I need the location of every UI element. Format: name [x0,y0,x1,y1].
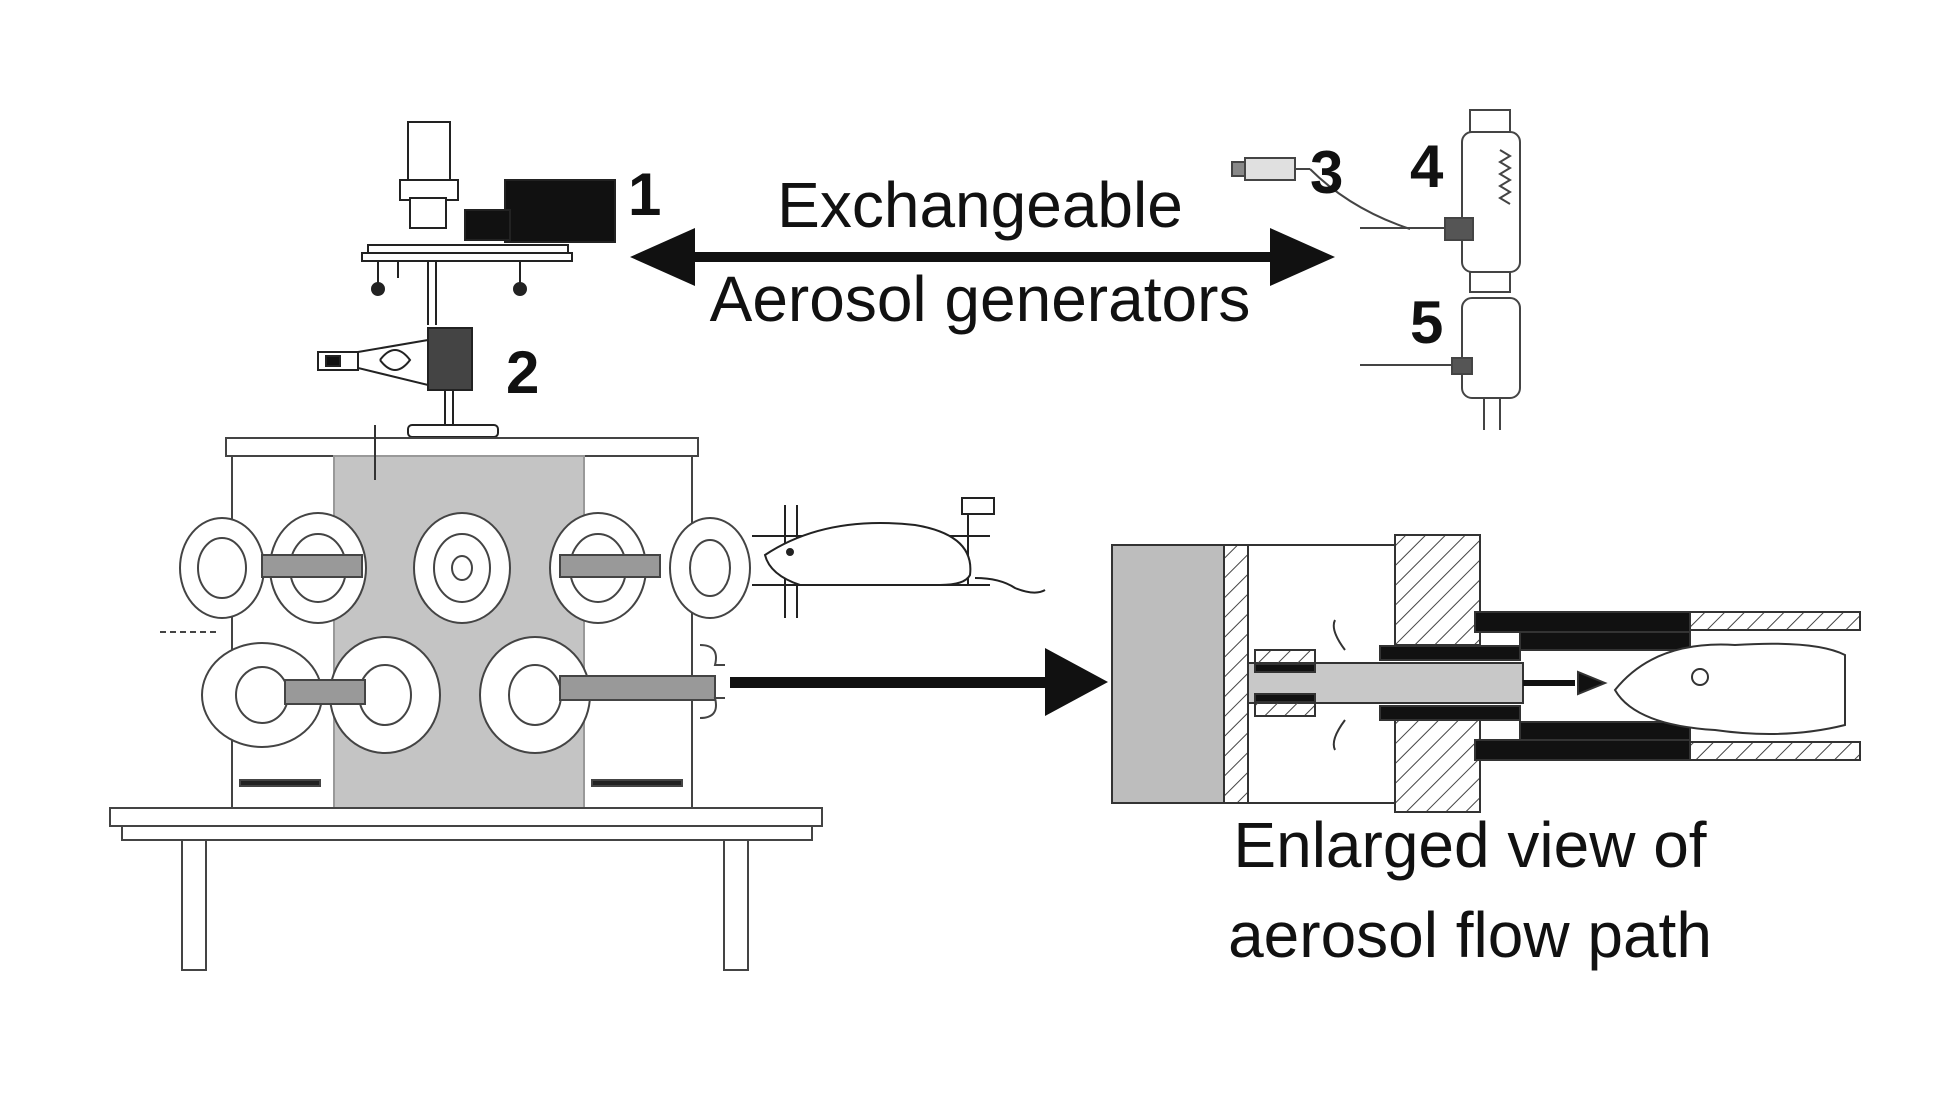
generator-2-drawing [317,327,499,438]
caption-aerosol-generators: Aerosol generators [709,263,1251,335]
label-5: 5 [1410,289,1444,356]
caption-enlarged-view: Enlarged view of [1233,809,1707,881]
rat-in-restrainer [752,497,1046,618]
caption-aerosol-flow-path: aerosol flow path [1228,899,1712,971]
label-4: 4 [1410,133,1444,200]
exposure-tower [109,425,823,971]
caption-exchangeable: Exchangeable [777,169,1183,241]
zoom-arrow [730,648,1108,716]
exchange-arrow [630,228,1335,286]
label-1: 1 [628,161,662,228]
label-3: 3 [1310,139,1344,206]
generators-3-4-5-drawing [1231,109,1521,430]
generator-1-drawing [361,121,616,325]
enlarged-view [1111,534,1861,813]
label-2: 2 [506,339,540,406]
